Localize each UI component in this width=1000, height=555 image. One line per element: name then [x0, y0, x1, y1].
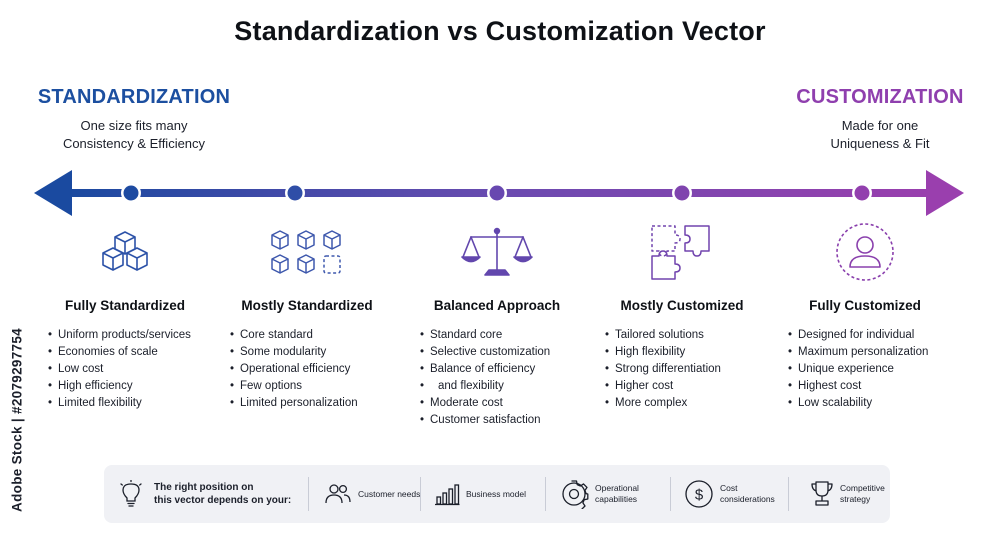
stage-bullet-list: Core standard Some modularity Operationa… [212, 327, 402, 412]
list-item: Uniform products/services [48, 327, 220, 344]
footer-divider [670, 477, 671, 511]
stage-title: Balanced Approach [433, 298, 561, 313]
factor-label: considerations [720, 494, 775, 504]
footer-divider [308, 477, 309, 511]
list-item: Standard core [420, 327, 592, 344]
factor-label: Customer needs [358, 488, 421, 499]
factor-cost-considerations: $ Cost considerations [684, 465, 775, 523]
factors-footer: The right position on this vector depend… [104, 465, 890, 523]
left-arrowhead-icon [34, 170, 72, 216]
customization-pole: CUSTOMIZATION Made for one Uniqueness & … [760, 86, 1000, 153]
stage-bullet-list: Designed for individual Maximum personal… [770, 327, 960, 412]
user-circle-icon [836, 223, 894, 281]
list-item: Low cost [48, 361, 220, 378]
factor-label: Business model [466, 488, 527, 499]
footer-divider [420, 477, 421, 511]
stage-bullet-list: Tailored solutions High flexibility Stro… [587, 327, 777, 412]
list-item: and flexibility [420, 378, 592, 395]
standardization-pole: STANDARDIZATION One size fits many Consi… [14, 86, 254, 153]
stage-bullet-list: Standard core Selective customization Ba… [402, 327, 592, 429]
factor-label: capabilities [595, 494, 638, 504]
axis-marker-5 [854, 185, 870, 201]
trophy-icon [811, 481, 833, 506]
list-item: Tailored solutions [605, 327, 777, 344]
list-item: Low scalability [788, 395, 960, 412]
factor-label: Competitive [840, 483, 885, 493]
standardization-heading: STANDARDIZATION [37, 86, 231, 108]
bar-chart-icon [435, 484, 460, 506]
stage-title: Fully Standardized [64, 298, 186, 313]
footer-lead-line-1: The right position on [154, 482, 254, 493]
list-item: Highest cost [788, 378, 960, 395]
svg-text:$: $ [695, 487, 704, 504]
stage-fully-standardized: Fully Standardized Uniform products/serv… [30, 222, 220, 412]
list-item: Maximum personalization [788, 344, 960, 361]
list-item: Core standard [230, 327, 402, 344]
list-item: Limited personalization [230, 395, 402, 412]
puzzle-pieces-icon [651, 225, 710, 280]
factor-business-model: Business model [434, 465, 526, 523]
footer-divider [545, 477, 546, 511]
stage-balanced-approach: Balanced Approach Standard core Selectiv… [402, 222, 592, 429]
factor-label: Operational [595, 483, 639, 493]
list-item: Balance of efficiency [420, 361, 592, 378]
list-item: Economies of scale [48, 344, 220, 361]
standardization-line-2: Consistency & Efficiency [62, 136, 206, 151]
balance-scale-icon [461, 227, 533, 276]
gear-icon [562, 480, 589, 509]
customization-heading: CUSTOMIZATION [796, 86, 964, 108]
factor-operational-capabilities: Operational capabilities [559, 465, 639, 523]
footer-lead: The right position on this vector depend… [120, 465, 291, 523]
standardization-line-1: One size fits many [80, 118, 188, 133]
list-item: Moderate cost [420, 395, 592, 412]
stage-mostly-customized: Mostly Customized Tailored solutions Hig… [587, 222, 777, 412]
axis-marker-3 [489, 185, 505, 201]
page-title: Standardization vs Customization Vector [234, 16, 766, 46]
cube-grid-icon [271, 230, 341, 274]
axis-marker-2 [287, 185, 303, 201]
factor-label: strategy [840, 494, 871, 504]
list-item: Some modularity [230, 344, 402, 361]
list-item: Operational efficiency [230, 361, 402, 378]
list-item: Selective customization [420, 344, 592, 361]
stage-mostly-standardized: Mostly Standardized Core standard Some m… [212, 222, 402, 412]
footer-lead-line-2: this vector depends on your: [154, 495, 292, 506]
footer-divider [788, 477, 789, 511]
customization-line-1: Made for one [841, 118, 919, 133]
list-item: Customer satisfaction [420, 412, 592, 429]
stacked-cubes-icon [102, 231, 148, 271]
stage-title: Fully Customized [809, 298, 921, 313]
factor-customer-needs: Customer needs [324, 465, 420, 523]
customization-line-2: Uniqueness & Fit [830, 136, 930, 151]
list-item: Few options [230, 378, 402, 395]
list-item: Unique experience [788, 361, 960, 378]
standardization-subtitle: One size fits many Consistency & Efficie… [14, 117, 254, 153]
axis-marker-1 [123, 185, 139, 201]
customization-subtitle: Made for one Uniqueness & Fit [760, 117, 1000, 153]
stage-title: Mostly Standardized [241, 298, 373, 313]
lightbulb-icon [120, 480, 142, 507]
stage-title: Mostly Customized [620, 298, 744, 313]
factor-competitive-strategy: Competitive strategy [810, 465, 885, 523]
list-item: More complex [605, 395, 777, 412]
stock-watermark-text: Adobe Stock | #2079297754 [9, 328, 25, 512]
people-icon [325, 484, 351, 504]
axis-marker-4 [674, 185, 690, 201]
stock-watermark: Adobe Stock | #2079297754 [4, 300, 30, 540]
right-arrowhead-icon [926, 170, 964, 216]
dollar-circle-icon: $ [685, 480, 713, 508]
stage-bullet-list: Uniform products/services Economies of s… [30, 327, 220, 412]
vector-axis [34, 170, 964, 216]
stage-fully-customized: Fully Customized Designed for individual… [770, 222, 960, 412]
list-item: High flexibility [605, 344, 777, 361]
list-item: Strong differentiation [605, 361, 777, 378]
list-item: Limited flexibility [48, 395, 220, 412]
factor-label: Cost [720, 483, 738, 493]
list-item: Higher cost [605, 378, 777, 395]
list-item: High efficiency [48, 378, 220, 395]
list-item: Designed for individual [788, 327, 960, 344]
